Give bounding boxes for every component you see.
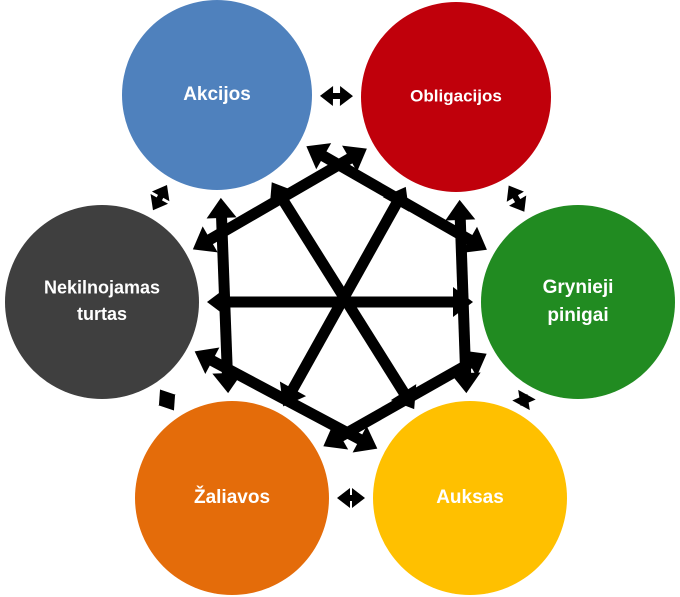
node-obligacijos-circle bbox=[361, 2, 551, 192]
link-zaliavos-nekilnojamas-turtas bbox=[158, 389, 176, 411]
node-zaliavos-circle bbox=[135, 401, 329, 595]
link-grynieji-pinigai-nekilnojamas-turtas bbox=[207, 287, 473, 317]
arrowhead-start bbox=[352, 425, 378, 453]
node-akcijos-circle bbox=[122, 0, 312, 190]
node-nekilnojamas-turtas-circle bbox=[5, 205, 199, 399]
link-obligacijos-nekilnojamas-turtas bbox=[192, 145, 367, 253]
arrowhead-end bbox=[323, 423, 349, 450]
node-auksas-circle bbox=[373, 401, 567, 595]
node-grynieji-pinigai-circle bbox=[481, 205, 675, 399]
node-grynieji-pinigai-label: Grynieji bbox=[543, 277, 614, 298]
arrowhead-start bbox=[319, 85, 334, 106]
arrowhead-start bbox=[445, 199, 476, 221]
arrowhead-start bbox=[306, 143, 332, 170]
arrowhead-end bbox=[337, 488, 350, 508]
node-obligacijos-label: Obligacijos bbox=[410, 86, 502, 105]
link-nekilnojamas-turtas-akcijos bbox=[150, 185, 170, 211]
connector-shaft bbox=[207, 354, 365, 446]
link-obligacijos-grynieji-pinigai bbox=[506, 185, 527, 212]
arrowhead-start bbox=[453, 287, 473, 317]
arrowhead-end bbox=[207, 287, 227, 317]
node-akcijos: Akcijos bbox=[122, 0, 312, 190]
connector-shaft bbox=[205, 152, 355, 246]
connector-layer bbox=[150, 85, 536, 508]
arrowhead-end bbox=[509, 195, 527, 212]
arrowhead-start bbox=[150, 193, 169, 211]
connector-shaft bbox=[336, 357, 474, 443]
node-nekilnojamas-turtas-label: Nekilnojamas bbox=[44, 278, 160, 298]
node-zaliavos: Žaliavos bbox=[135, 401, 329, 595]
node-auksas: Auksas bbox=[373, 401, 567, 595]
arrowhead-end bbox=[194, 347, 220, 375]
arrowhead-end bbox=[151, 185, 170, 202]
arrowhead-start bbox=[506, 185, 524, 202]
node-grynieji-pinigai-label: pinigai bbox=[547, 305, 608, 326]
node-nekilnojamas-turtas: Nekilnojamas turtas bbox=[5, 205, 199, 399]
arrowhead-end bbox=[462, 226, 487, 253]
arrowhead-end bbox=[339, 86, 354, 107]
node-akcijos-label: Akcijos bbox=[183, 84, 251, 105]
arrowhead-start bbox=[382, 186, 410, 212]
arrowhead-end bbox=[192, 226, 218, 253]
node-auksas-label: Auksas bbox=[436, 487, 504, 508]
arrowhead-start bbox=[342, 145, 367, 172]
arrowhead-start bbox=[158, 394, 176, 411]
node-nekilnojamas-turtas-label: turtas bbox=[77, 304, 127, 324]
link-grynieji-pinigai-zaliavos bbox=[323, 350, 487, 450]
arrowhead-end bbox=[450, 372, 481, 394]
link-akcijos-obligacijos bbox=[319, 85, 354, 107]
arrowhead-start bbox=[461, 350, 487, 377]
node-zaliavos-label: Žaliavos bbox=[194, 486, 270, 508]
link-auksas-zaliavos bbox=[337, 488, 365, 508]
link-auksas-nekilnojamas-turtas bbox=[194, 347, 378, 453]
node-obligacijos: Obligacijos bbox=[361, 2, 551, 192]
arrowhead-start bbox=[352, 488, 365, 508]
arrowhead-start bbox=[206, 197, 237, 219]
arrowhead-end bbox=[158, 389, 176, 406]
arrowhead-start bbox=[512, 393, 530, 411]
link-grynieji-pinigai-auksas bbox=[512, 389, 536, 411]
node-grynieji-pinigai: Grynieji pinigai bbox=[481, 205, 675, 399]
